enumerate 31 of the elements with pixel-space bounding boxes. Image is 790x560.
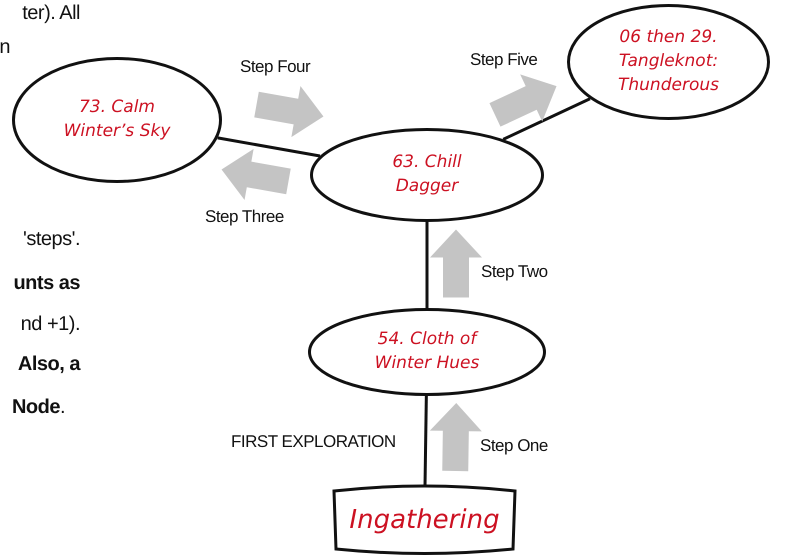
node-label: 63. Chill Dagger <box>391 151 463 198</box>
block-arrow <box>222 148 291 200</box>
ellipse-node <box>308 308 546 396</box>
paragraph-fragment: Also, a <box>16 353 80 376</box>
edge-label: Step Three <box>205 207 284 227</box>
rounded-box <box>332 485 517 555</box>
paragraph-fragment: nd +1). <box>20 313 80 336</box>
node-label: Ingathering <box>349 504 500 537</box>
paragraph-fragment: ter). All <box>21 2 80 25</box>
edge-label: Step One <box>480 436 548 456</box>
edge-label: Step Five <box>470 50 538 70</box>
ellipse-node <box>310 128 544 222</box>
connector-line <box>424 396 428 486</box>
edge-label: Step Four <box>240 57 310 77</box>
edge-label: Step Two <box>481 262 548 282</box>
block-arrow <box>430 230 482 298</box>
ellipse-node <box>12 57 222 183</box>
block-arrow <box>489 74 557 127</box>
block-arrow <box>254 86 324 138</box>
node-label: 73. Calm Winter’s Sky <box>62 96 172 143</box>
block-arrow <box>430 403 482 472</box>
paragraph-fragment: unts as <box>12 272 80 295</box>
connector-line <box>426 222 428 308</box>
node-label: 06 then 29. Tangleknot: Thunderous <box>617 26 720 97</box>
step-label: FIRST EXPLORATION <box>231 432 396 452</box>
paragraph-fragment: n <box>0 36 10 59</box>
node-label: 54. Cloth of Winter Hues <box>374 328 480 375</box>
ellipse-node <box>567 4 770 120</box>
connector-line <box>217 136 320 158</box>
paragraph-fragment: 'steps'. <box>22 228 80 251</box>
paragraph-fragment: Node. <box>10 396 65 419</box>
